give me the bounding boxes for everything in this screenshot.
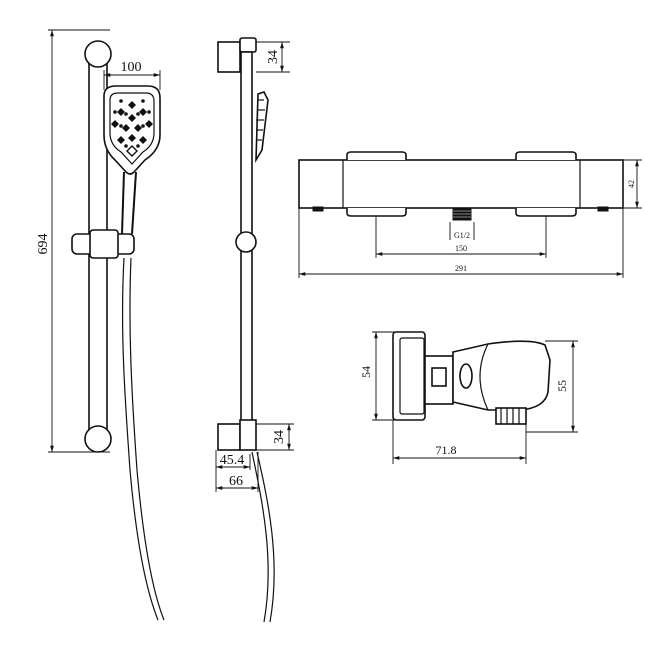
dimension-valve-height: 42: [623, 159, 642, 209]
hand-shower-head: [103, 85, 161, 235]
dimension-label-100: 100: [121, 60, 142, 75]
slider-holder-clamp: [89, 229, 119, 259]
dimension-outlet-height-right: 55: [526, 340, 578, 433]
dimension-label-694: 694: [36, 234, 51, 255]
side-shower-head: [255, 91, 269, 164]
side-slider-knob: [235, 231, 257, 253]
dimension-label-34-bottom: 34: [272, 430, 287, 444]
dimension-rail-height: 694: [36, 29, 110, 453]
dimension-label-42: 42: [627, 180, 636, 188]
dimension-valve-length: 291: [298, 208, 624, 278]
shower-hose: [121, 257, 159, 621]
wall-outlet-side-view: [392, 331, 551, 425]
rail-top-end-cap: [84, 40, 112, 68]
valve-body: [298, 159, 624, 209]
dimension-label-150: 150: [455, 244, 467, 253]
dimension-label-71-8: 71.8: [436, 443, 457, 457]
side-top-wall-bracket: [217, 41, 241, 73]
dimension-bottom-bracket: 34: [256, 423, 294, 451]
dimension-wall-offset-small: 45.4: [215, 450, 251, 492]
dimension-inlet-centers: 150: [375, 216, 547, 258]
dimension-top-bracket: 34: [256, 41, 290, 73]
dimension-outlet-depth: 71.8: [392, 420, 527, 464]
rail-bottom-end-cap: [84, 425, 112, 453]
dimension-label-66: 66: [229, 474, 243, 489]
side-bottom-wall-bracket: [217, 423, 241, 451]
dimension-label-g1-2: G1/2: [454, 231, 470, 240]
dimension-label-34-top: 34: [266, 50, 281, 64]
side-view-slide-rail: [217, 37, 275, 623]
dimension-label-55: 55: [555, 380, 569, 392]
dimension-head-width: 100: [103, 60, 161, 90]
spray-nozzle-pattern: [111, 99, 153, 157]
dimension-label-45-4: 45.4: [220, 453, 245, 468]
dimension-outlet-height-left: 54: [359, 331, 396, 421]
dimension-thread-size: G1/2: [449, 222, 475, 240]
dimension-label-54: 54: [359, 366, 373, 378]
thermostatic-valve-front: [298, 151, 624, 221]
dimension-wall-offset-large: 66: [216, 452, 259, 492]
outlet-wall-flange: [392, 331, 426, 421]
dimension-label-291: 291: [455, 264, 467, 273]
front-view-slide-rail: [71, 40, 165, 621]
